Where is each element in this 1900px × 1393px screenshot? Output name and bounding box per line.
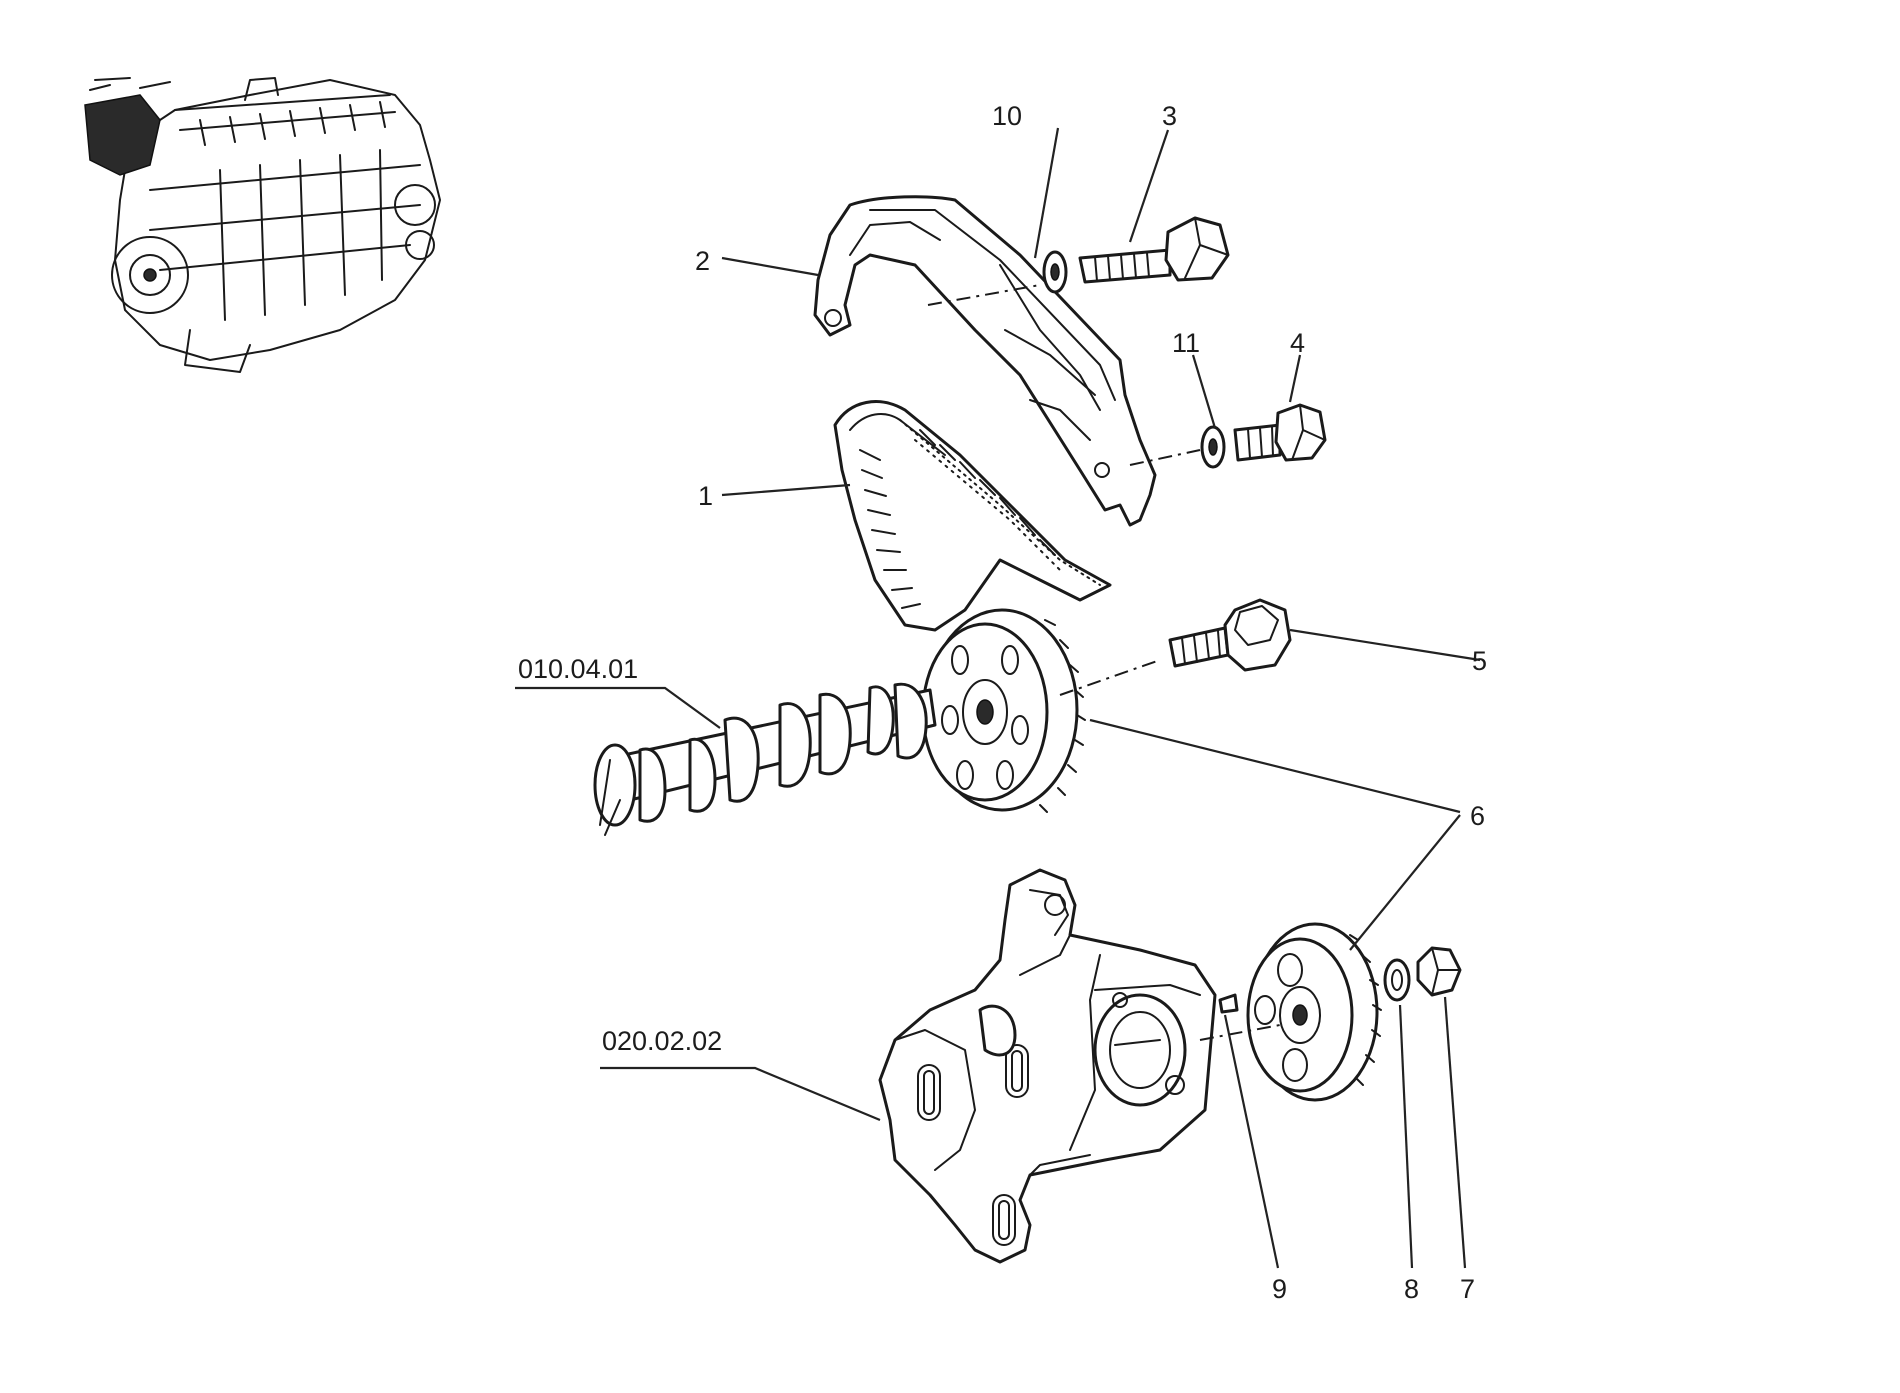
timing-belt-part-1 <box>833 400 1112 632</box>
leader-housing <box>600 1066 881 1122</box>
pump-housing <box>878 868 1217 1264</box>
leader-camshaft <box>515 686 721 729</box>
nut-part-7 <box>1416 946 1462 997</box>
leader-4 <box>1288 354 1302 403</box>
leader-10 <box>1033 127 1060 259</box>
callout-10: 10 <box>992 101 1022 131</box>
callout-1: 1 <box>698 481 713 511</box>
callout-3: 3 <box>1162 101 1177 131</box>
spring-washer-part-8 <box>1383 958 1411 1002</box>
callout-8: 8 <box>1404 1274 1419 1304</box>
leader-6-upper <box>1089 718 1461 814</box>
camshaft-pulley-upper-part-6 <box>921 608 1161 813</box>
leader-11 <box>1191 354 1217 429</box>
woodruff-key-part-9 <box>1199 993 1281 1041</box>
leader-2 <box>721 256 819 277</box>
bolt-part-4 <box>1233 403 1327 462</box>
pump-pulley-lower-part-6 <box>1246 922 1382 1102</box>
callout-5: 5 <box>1472 646 1487 676</box>
bolt-part-5 <box>1168 598 1292 672</box>
leader-8 <box>1398 1004 1414 1269</box>
leader-5 <box>1289 628 1481 662</box>
callout-11: 11 <box>1172 328 1200 358</box>
washer-part-10 <box>1042 250 1068 294</box>
leader-lines <box>515 127 1481 1269</box>
leader-7 <box>1443 996 1467 1269</box>
callout-2: 2 <box>695 246 710 276</box>
bolt-part-3 <box>1078 216 1230 284</box>
bracket-part-2 <box>813 195 1201 527</box>
callout-7: 7 <box>1460 1274 1475 1304</box>
camshaft <box>593 682 937 836</box>
leader-1 <box>721 483 851 497</box>
callout-labels: 10 3 2 11 4 1 5 010.04.01 6 020.02.02 9 … <box>518 101 1487 1304</box>
callout-camshaft-ref: 010.04.01 <box>518 654 638 684</box>
leader-3 <box>1128 129 1170 243</box>
callout-6: 6 <box>1470 801 1485 831</box>
callout-housing-ref: 020.02.02 <box>602 1026 722 1056</box>
washer-part-11 <box>1200 425 1226 469</box>
leader-6-lower <box>1349 814 1461 951</box>
callout-9: 9 <box>1272 1274 1287 1304</box>
callout-4: 4 <box>1290 328 1305 358</box>
engine-overview-icon <box>84 77 441 373</box>
leader-9 <box>1223 1014 1280 1269</box>
